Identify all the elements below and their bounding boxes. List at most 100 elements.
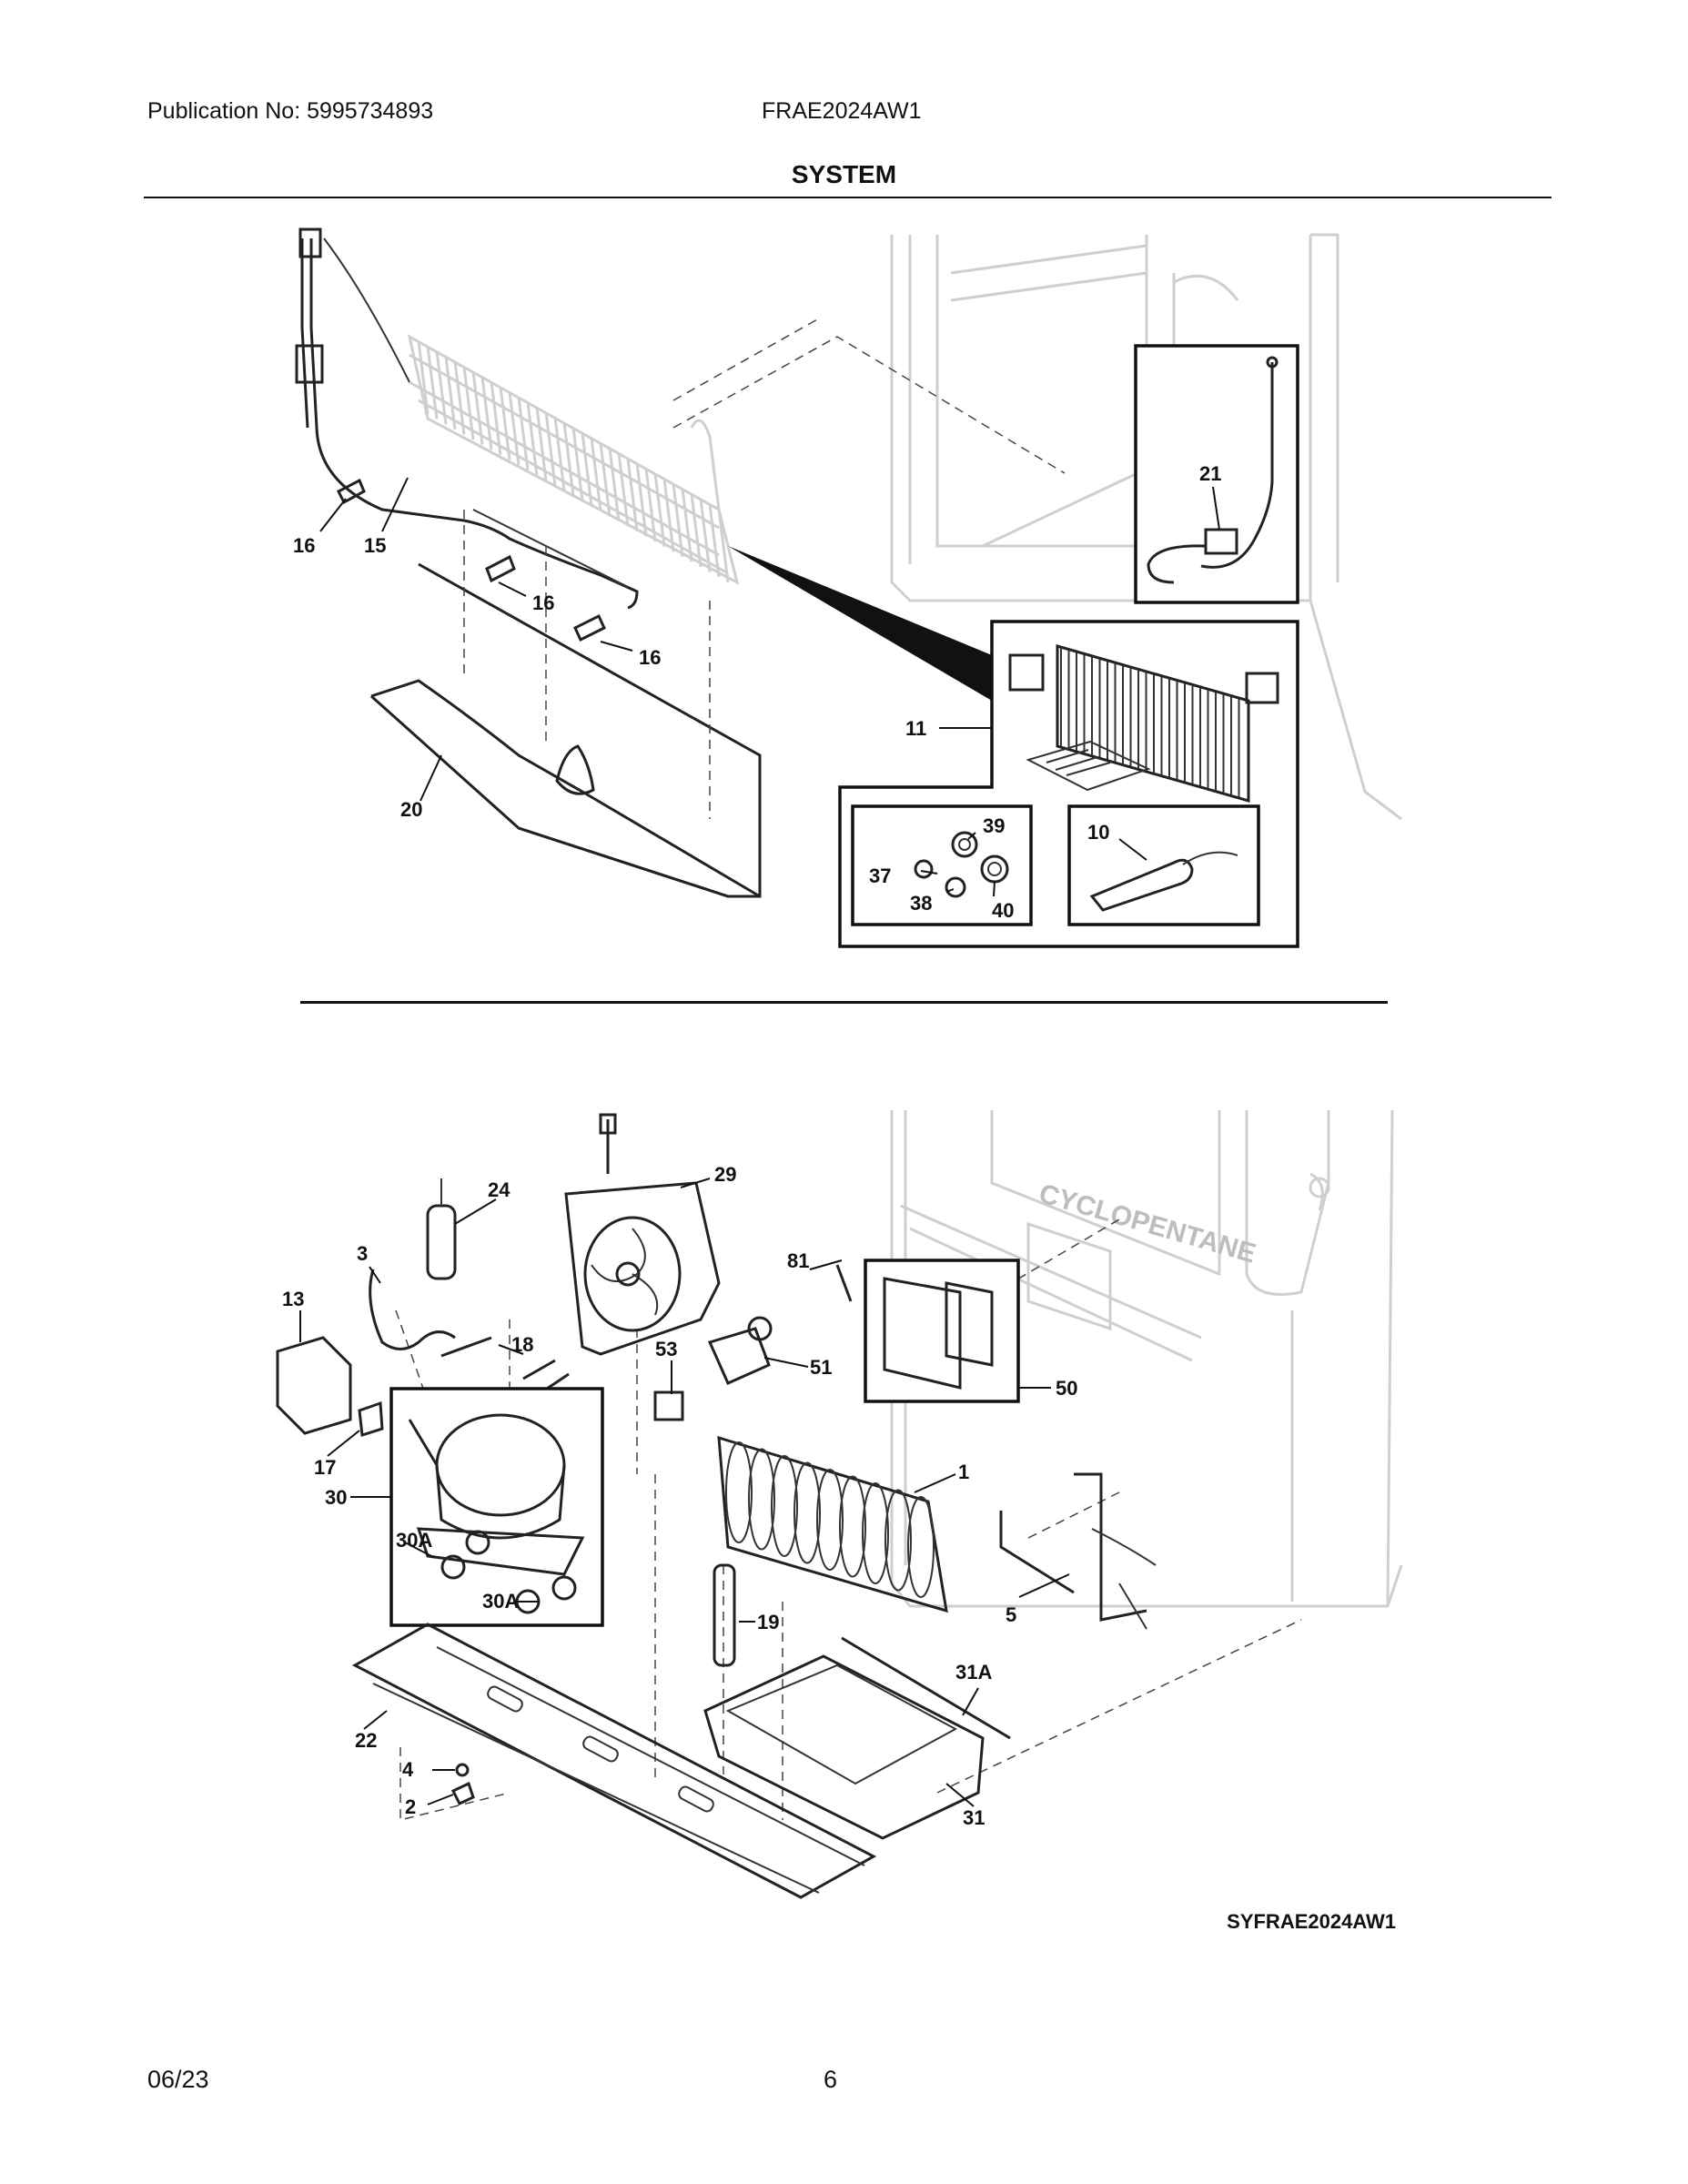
coil-fin [417,340,430,415]
coil-fin [635,463,648,537]
cabinet-label-cyclopentane: CYCLOPENTANE [1036,1178,1259,1269]
coil-fin [581,432,593,506]
coil-fin [462,366,475,440]
screw-and-bracket [450,1763,475,1805]
coil-fin [608,448,621,521]
condenser-loop [793,1461,821,1564]
coil-fin [617,453,630,527]
coil-fin [517,397,530,470]
callout-2: 2 [405,1795,416,1818]
sensor-harness [1147,356,1279,584]
coil-fin [480,377,493,450]
drain-pan [703,1654,985,1840]
condenser-loop [725,1441,753,1543]
kit-instruction-sheet [1026,740,1151,792]
condenser-loop [907,1496,935,1598]
compressor [408,1413,585,1614]
coil-fin [435,351,448,425]
header-rule [144,197,1552,198]
coil-fin [471,371,484,445]
coil-fin [653,473,666,547]
coil-fin [553,417,566,491]
callout-50: 50 [1056,1377,1077,1400]
kit-connector-left [1008,653,1045,692]
condenser-fan-assembly [564,1113,721,1356]
coil-fin [499,387,511,460]
model-number: FRAE2024AW1 [762,98,922,124]
callout-10: 10 [1087,821,1109,844]
callout-38: 38 [910,892,932,915]
leaders-bottom [299,1178,1070,1807]
section-divider [300,1001,1388,1004]
condenser-coil [717,1435,948,1613]
section-title: SYSTEM [791,160,897,188]
condenser-loop [839,1475,866,1578]
inset-sensor-box [1134,344,1299,604]
callout-30a: 30A [482,1590,519,1613]
compressor-box [389,1387,604,1627]
callout-30: 30 [325,1486,347,1509]
callout-21: 21 [1199,462,1221,485]
drier-filter [1089,851,1238,912]
condenser-loop [771,1455,798,1557]
callout-22: 22 [355,1729,377,1752]
assembly-dash-lines-top [463,318,1066,819]
coil-fin [681,489,693,562]
coil-fin [562,422,575,496]
callout-16: 16 [293,534,315,557]
callout-13: 13 [282,1288,304,1310]
condenser-loop [748,1448,775,1551]
coil-fin [590,438,602,511]
callout-31: 31 [963,1806,985,1829]
condenser-loop [862,1482,889,1584]
callout-24: 24 [488,1178,510,1201]
cabinet-outline-top [890,233,1402,821]
callout-81: 81 [787,1249,809,1272]
coil-fin [426,346,439,420]
callout-39: 39 [983,814,1005,837]
condenser-loop [884,1489,912,1592]
zoom-pointer [728,546,992,701]
coil-fin [535,407,548,480]
control-board [835,1259,1020,1403]
condenser-loop [816,1469,844,1571]
coil-fin [672,483,684,557]
evaporator-coil [407,334,740,585]
tubing-and-clips [369,1269,570,1394]
callout-31a: 31A [955,1661,992,1684]
diagram-code: SYFRAE2024AW1 [1227,1910,1396,1933]
callout-19: 19 [757,1611,779,1633]
water-valve [653,1316,773,1421]
coil-fin [699,499,712,572]
evaporator-tubing [295,228,639,610]
callout-20: 20 [400,798,422,821]
callout-29: 29 [714,1163,736,1186]
coil-fin [508,391,521,466]
relay-and-cover [276,1336,384,1437]
callout-37: 37 [869,864,891,887]
callout-15: 15 [364,534,386,557]
publication-number: Publication No: 5995734893 [147,98,434,124]
coil-fin [571,428,584,501]
callout-5: 5 [1006,1603,1016,1626]
callout-16: 16 [532,592,554,614]
callout-40: 40 [992,899,1014,922]
coil-fin [644,468,657,542]
kit-evaporator-coil [1056,644,1250,803]
evaporator-cover [369,562,762,898]
base-plate [351,1623,877,1899]
callout-17: 17 [314,1456,336,1479]
callout-11: 11 [905,717,926,740]
drain-tube [713,1563,736,1667]
callout-30a: 30A [396,1529,432,1552]
callout-16: 16 [639,646,661,669]
coil-fin [717,509,730,582]
assembly-dash-lines-bottom [395,1218,1302,1821]
inset-fittings-box [851,804,1033,926]
water-filter-dryer [426,1178,457,1280]
coil-fin [490,381,502,455]
coil-fin [690,493,702,568]
coil-fin [526,402,539,476]
coil-fin [544,412,557,486]
coil-fin [626,458,639,531]
